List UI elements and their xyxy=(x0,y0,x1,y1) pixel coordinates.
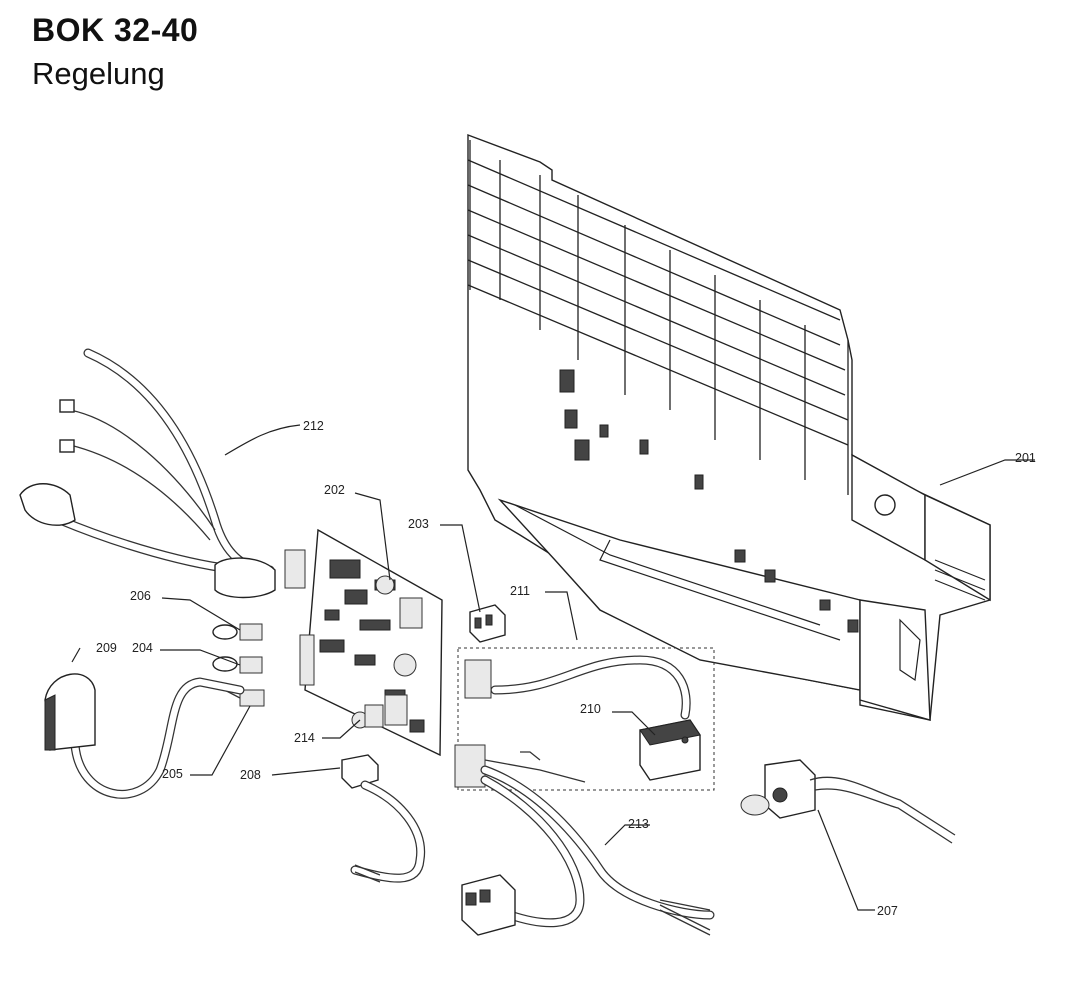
part-213-harness xyxy=(454,744,715,936)
callout-213: 213 xyxy=(604,817,650,846)
svg-text:208: 208 xyxy=(240,768,261,782)
svg-text:203: 203 xyxy=(408,517,429,531)
callout-203: 203 xyxy=(408,517,481,613)
svg-text:206: 206 xyxy=(130,589,151,603)
svg-text:211: 211 xyxy=(510,584,530,598)
svg-text:207: 207 xyxy=(877,904,898,918)
part-212-cable-harness xyxy=(19,348,306,599)
part-214-connector xyxy=(351,704,384,729)
part-203-connector xyxy=(469,604,506,643)
callout-211: 211 xyxy=(510,584,578,641)
callout-210: 210 xyxy=(580,702,656,736)
svg-text:201: 201 xyxy=(1015,451,1036,465)
svg-text:212: 212 xyxy=(303,419,324,433)
callout-204: 204 xyxy=(132,641,241,666)
part-211-harness xyxy=(457,647,715,791)
callout-205: 205 xyxy=(162,705,251,781)
part-207-thermostat xyxy=(740,759,956,844)
svg-text:210: 210 xyxy=(580,702,601,716)
callout-208: 208 xyxy=(240,767,341,782)
part-209-sensor xyxy=(44,673,245,799)
part-204-connector xyxy=(212,656,263,674)
part-208-cable xyxy=(341,754,426,883)
callout-212: 212 xyxy=(224,419,324,456)
callout-202: 202 xyxy=(324,483,391,581)
part-201-housing xyxy=(467,133,991,721)
svg-text:205: 205 xyxy=(162,767,183,781)
part-202-circuit-board xyxy=(299,528,443,757)
callout-214: 214 xyxy=(294,719,361,745)
svg-text:213: 213 xyxy=(628,817,649,831)
svg-text:202: 202 xyxy=(324,483,345,497)
page-subtitle: Regelung xyxy=(32,56,165,91)
callout-206: 206 xyxy=(130,589,241,631)
svg-text:214: 214 xyxy=(294,731,315,745)
callout-209: 209 xyxy=(71,641,117,663)
part-206-connector xyxy=(212,623,263,641)
svg-text:209: 209 xyxy=(96,641,117,655)
svg-text:204: 204 xyxy=(132,641,153,655)
callout-201: 201 xyxy=(939,451,1036,486)
callout-207: 207 xyxy=(817,809,898,918)
page-title: BOK 32-40 xyxy=(32,12,199,48)
